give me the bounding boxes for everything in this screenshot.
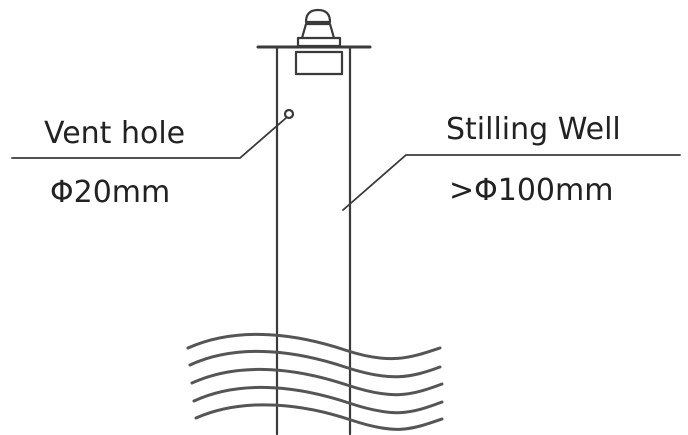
stilling-well-size-label: >Φ100mm: [449, 173, 613, 208]
wave-line: [190, 367, 444, 397]
level-sensor: [294, 8, 344, 76]
wave-line: [186, 332, 442, 361]
vent-hole-size-label: Φ20mm: [50, 175, 170, 210]
vent-hole-leader-line: [11, 117, 287, 159]
wave-line: [188, 349, 442, 379]
stilling-well-leader-line: [342, 154, 681, 211]
wave-line: [194, 403, 444, 431]
sensor-body: [294, 50, 344, 76]
vent-hole: [283, 108, 295, 120]
sensor-cap: [304, 8, 332, 24]
water-surface-waves: [186, 332, 444, 431]
sensor-collar: [296, 36, 342, 48]
wave-line: [192, 385, 444, 415]
vent-hole-label: Vent hole: [44, 116, 185, 151]
stilling-well-label: Stilling Well: [446, 112, 621, 147]
sensor-head: [300, 22, 336, 40]
